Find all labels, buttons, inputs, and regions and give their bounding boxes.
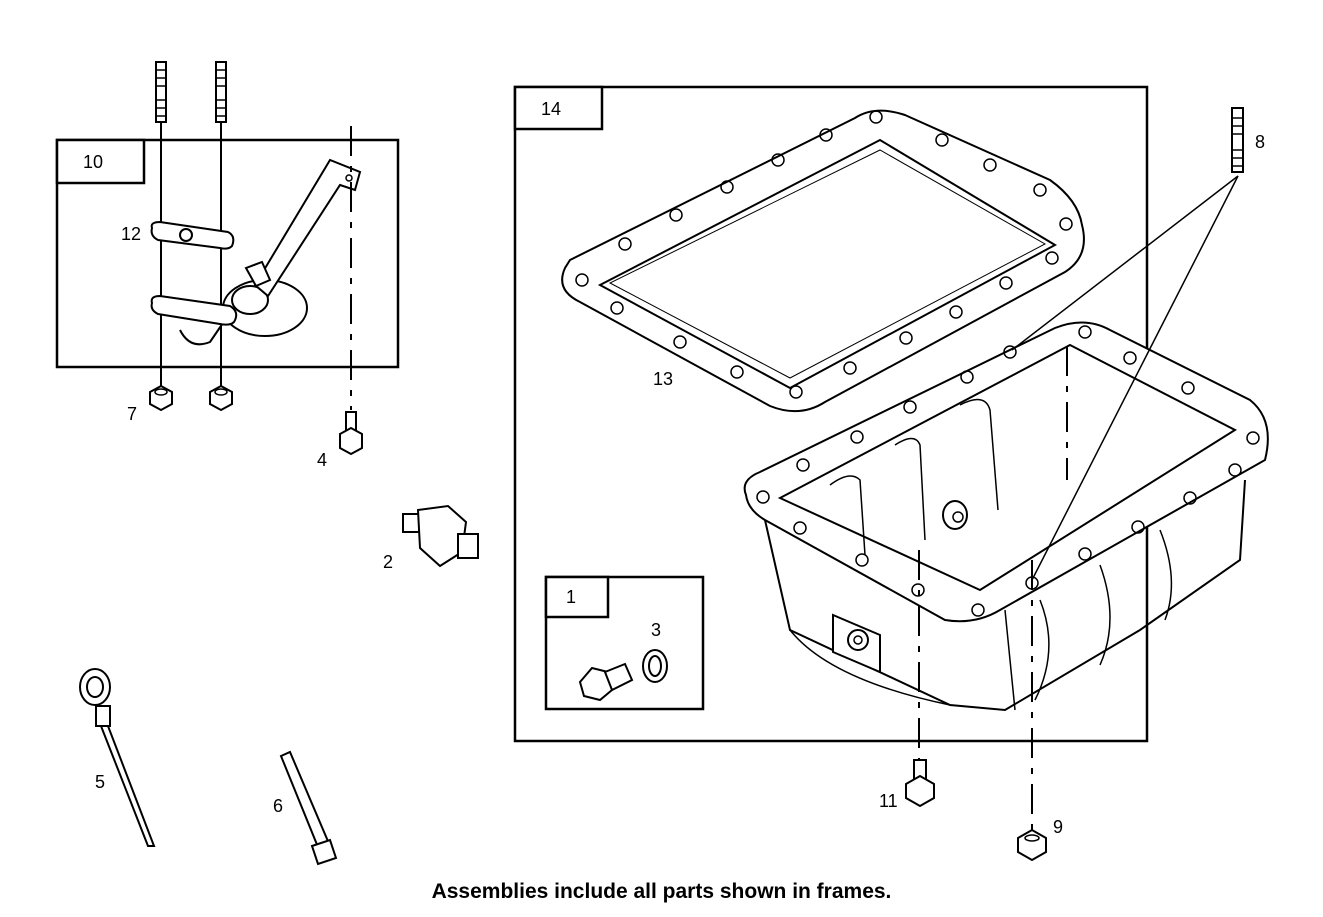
callout-9: 9 <box>1053 817 1063 837</box>
bolt-11 <box>905 759 935 808</box>
stud-left <box>155 61 167 123</box>
nut-7-left <box>149 384 173 412</box>
bolt-4 <box>339 411 363 456</box>
oil-pressure-switch-2 <box>402 504 479 568</box>
callout-6: 6 <box>273 796 283 816</box>
exploded-parts-diagram: 10 <box>55 61 1269 866</box>
dipstick-5 <box>79 668 156 847</box>
callout-2: 2 <box>383 552 393 572</box>
callout-5: 5 <box>95 772 105 792</box>
oil-pan-flange-holes <box>756 325 1260 617</box>
callout-3: 3 <box>651 620 661 640</box>
oil-pan-gasket-13 <box>561 109 1085 413</box>
pickup-flange <box>150 294 238 326</box>
nut-9 <box>1017 828 1047 862</box>
drain-plug <box>578 662 634 702</box>
gasket-12 <box>150 220 235 250</box>
stud-right <box>215 61 227 123</box>
oil-pickup-tube <box>179 158 362 346</box>
frame-1-label: 1 <box>566 587 576 607</box>
stud-8 <box>1231 107 1244 173</box>
callout-12: 12 <box>121 224 141 244</box>
frame-14: 14 <box>513 85 1149 743</box>
frame-10-label: 10 <box>83 152 103 172</box>
callout-13: 13 <box>653 369 673 389</box>
frame-1: 1 <box>544 575 705 711</box>
frame-14-label: 14 <box>541 99 561 119</box>
diagram-caption: Assemblies include all parts shown in fr… <box>431 880 892 903</box>
nut-7-right <box>209 384 233 412</box>
callout-11: 11 <box>879 791 898 811</box>
callout-4: 4 <box>317 450 327 470</box>
washer-3 <box>642 649 668 683</box>
guide-tube-6 <box>279 750 338 866</box>
frame-10: 10 <box>55 138 400 369</box>
callout-8: 8 <box>1255 132 1265 152</box>
gasket-13-holes <box>575 110 1073 399</box>
callout-7: 7 <box>127 404 137 424</box>
